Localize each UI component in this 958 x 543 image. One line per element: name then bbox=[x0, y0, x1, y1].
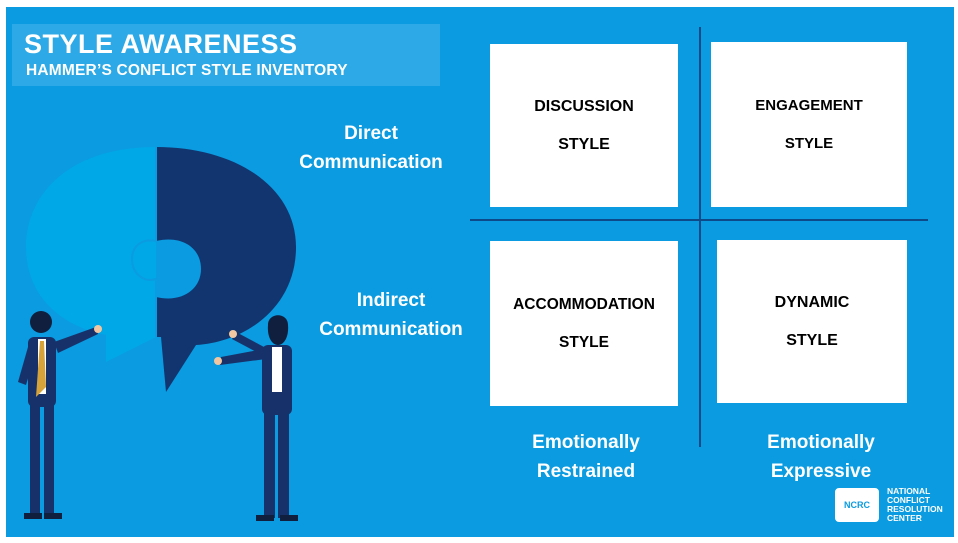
quadrant-accommodation-style: ACCOMMODATION STYLE bbox=[490, 241, 678, 406]
ncrc-logo: NCRC NATIONAL CONFLICT RESOLUTION CENTER bbox=[835, 487, 954, 523]
quadrant-subtitle: STYLE bbox=[784, 134, 834, 152]
quadrant-title: DYNAMIC bbox=[774, 293, 850, 311]
quadrant-title: ACCOMMODATION bbox=[513, 295, 655, 313]
businessman-figure bbox=[18, 311, 102, 519]
quadrant-title: DISCUSSION bbox=[534, 97, 634, 115]
slide: STYLE AWARENESS HAMMER’S CONFLICT STYLE … bbox=[6, 7, 954, 537]
quadrant-subtitle: STYLE bbox=[558, 135, 610, 153]
slide-title: STYLE AWARENESS bbox=[24, 29, 298, 59]
quadrant-discussion-style: DISCUSSION STYLE bbox=[490, 44, 678, 207]
emotionally-expressive-label: Emotionally Expressive bbox=[767, 432, 875, 482]
ncrc-logo-name: NATIONAL CONFLICT RESOLUTION CENTER bbox=[887, 486, 943, 523]
ncrc-logo-mark: NCRC bbox=[835, 488, 879, 522]
quadrant-engagement-style: ENGAGEMENT STYLE bbox=[711, 42, 907, 207]
title-band bbox=[12, 24, 440, 86]
direct-communication-label: Direct Communication bbox=[299, 123, 443, 173]
puzzle-speech-bubble-illustration bbox=[18, 147, 298, 521]
quadrant-dynamic-style: DYNAMIC STYLE bbox=[717, 240, 907, 403]
emotionally-restrained-label: Emotionally Restrained bbox=[532, 432, 640, 482]
quadrant-title: ENGAGEMENT bbox=[755, 96, 863, 114]
quadrant-subtitle: STYLE bbox=[559, 333, 609, 351]
businesswoman-figure bbox=[214, 315, 298, 521]
slide-subtitle: HAMMER’S CONFLICT STYLE INVENTORY bbox=[26, 62, 348, 79]
quadrant-subtitle: STYLE bbox=[786, 331, 838, 349]
indirect-communication-label: Indirect Communication bbox=[319, 290, 463, 340]
vertical-divider bbox=[699, 27, 701, 447]
